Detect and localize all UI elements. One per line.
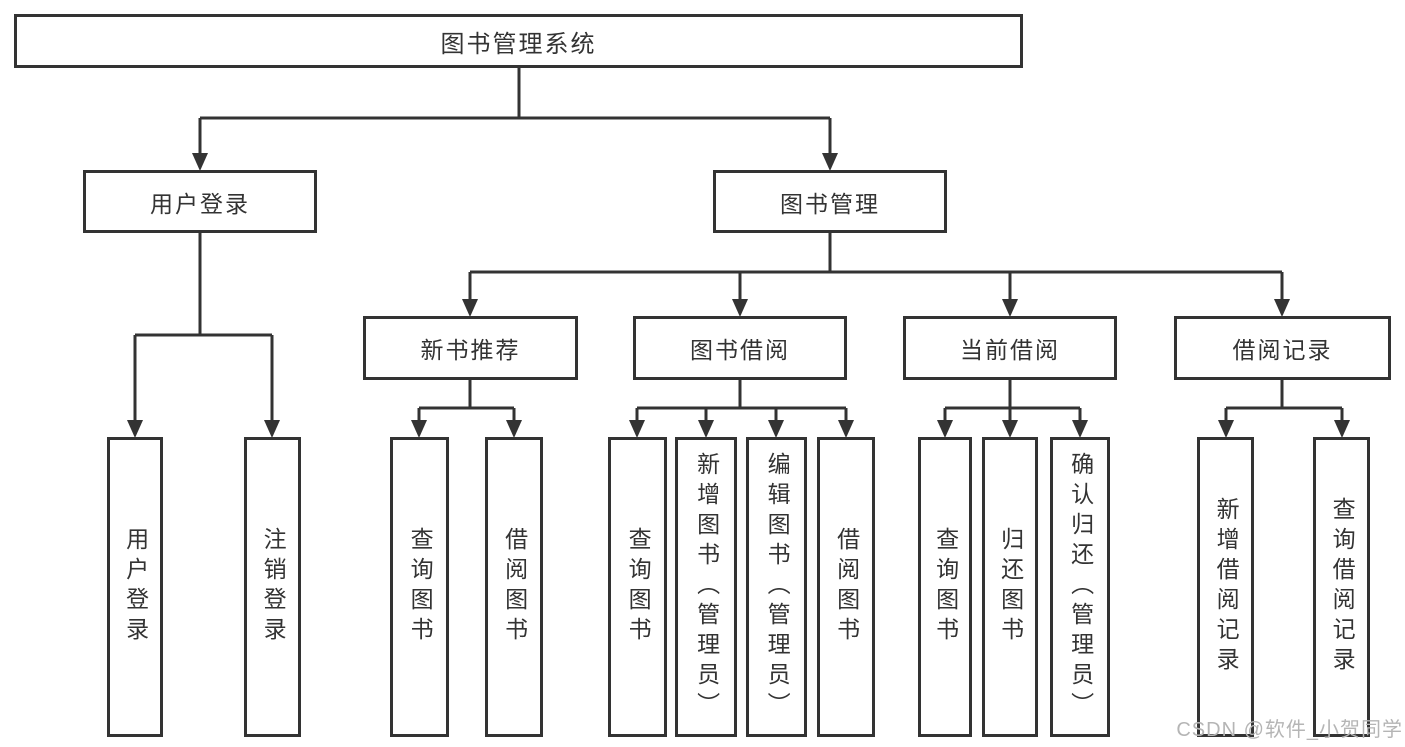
leaf-label: 新增借阅记录 (1213, 497, 1240, 677)
node-user-login: 用户登录 (83, 170, 317, 233)
node-leaf-edit-book-admin: 编辑图书（管理员） (746, 437, 807, 737)
node-leaf-logout: 注销登录 (244, 437, 301, 737)
arrowhead-icon (264, 420, 280, 438)
arrowhead-icon (411, 420, 427, 438)
node-current-borrow: 当前借阅 (903, 316, 1117, 380)
node-root-library-system: 图书管理系统 (14, 14, 1023, 68)
node-leaf-user-login: 用户登录 (107, 437, 163, 737)
arrowhead-icon (1334, 420, 1350, 438)
node-book-borrow: 图书借阅 (633, 316, 847, 380)
leaf-label: 用户登录 (122, 527, 149, 647)
arrowhead-icon (629, 420, 645, 438)
csdn-watermark: CSDN @软件_小贺同学 (1176, 719, 1403, 741)
arrowhead-icon (1274, 299, 1290, 317)
arrowhead-icon (1002, 299, 1018, 317)
arrowhead-icon (1002, 420, 1018, 438)
arrowhead-icon (768, 420, 784, 438)
leaf-label: 借阅图书 (833, 527, 860, 647)
leaf-label: 新增图书（管理员） (693, 452, 720, 722)
arrowhead-icon (838, 420, 854, 438)
arrowhead-icon (1072, 420, 1088, 438)
leaf-label: 注销登录 (260, 527, 287, 647)
leaf-label: 查询图书 (407, 527, 434, 647)
leaf-label: 查询图书 (625, 527, 652, 647)
arrowhead-icon (698, 420, 714, 438)
node-leaf-query-book-1: 查询图书 (390, 437, 449, 737)
leaf-label: 查询图书 (932, 527, 959, 647)
node-book-management: 图书管理 (713, 170, 947, 233)
arrowhead-icon (1218, 420, 1234, 438)
node-leaf-return-book: 归还图书 (982, 437, 1038, 737)
node-leaf-query-borrow-record: 查询借阅记录 (1313, 437, 1370, 737)
node-leaf-borrow-book-1: 借阅图书 (485, 437, 543, 737)
arrowhead-icon (192, 153, 208, 171)
arrowhead-icon (822, 153, 838, 171)
leaf-label: 借阅图书 (501, 527, 528, 647)
arrowhead-icon (506, 420, 522, 438)
node-leaf-add-book-admin: 新增图书（管理员） (675, 437, 737, 737)
node-leaf-confirm-return-admin: 确认归还（管理员） (1050, 437, 1110, 737)
arrowhead-icon (732, 299, 748, 317)
leaf-label: 编辑图书（管理员） (764, 452, 791, 722)
arrowhead-icon (937, 420, 953, 438)
node-leaf-add-borrow-record: 新增借阅记录 (1197, 437, 1254, 737)
arrowhead-icon (462, 299, 478, 317)
arrowhead-icon (127, 420, 143, 438)
node-leaf-query-book-2: 查询图书 (608, 437, 667, 737)
leaf-label: 查询借阅记录 (1329, 497, 1356, 677)
node-leaf-borrow-book-2: 借阅图书 (817, 437, 875, 737)
node-new-book-recommend: 新书推荐 (363, 316, 578, 380)
node-leaf-query-book-3: 查询图书 (918, 437, 972, 737)
leaf-label: 归还图书 (997, 527, 1024, 647)
node-borrow-record: 借阅记录 (1174, 316, 1391, 380)
leaf-label: 确认归还（管理员） (1067, 452, 1094, 722)
